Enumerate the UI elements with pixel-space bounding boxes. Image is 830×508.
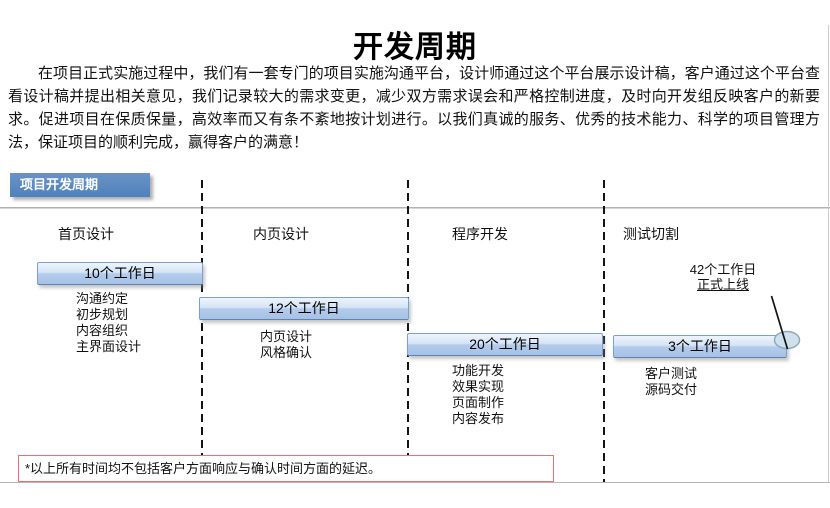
duration-bar-phase-4: 3个工作日 (613, 335, 787, 358)
task-item: 沟通约定 (76, 291, 129, 306)
launch-callout: 42个工作日 正式上线 (676, 262, 770, 292)
phase-divider-3 (603, 180, 605, 482)
phase-divider-2 (407, 180, 409, 482)
task-item: 页面制作 (452, 395, 505, 410)
task-item: 内容发布 (452, 411, 505, 426)
task-list-phase-4: 客户测试 源码交付 (645, 366, 697, 398)
task-item: 风格确认 (260, 345, 313, 360)
bottom-divider-line (0, 482, 830, 483)
task-item: 内页设计 (260, 329, 313, 344)
top-divider-line (0, 207, 830, 209)
task-list-phase-2: 内页设计 风格确认 (260, 329, 312, 361)
task-item: 效果实现 (452, 379, 505, 394)
task-item: 源码交付 (645, 382, 698, 397)
task-item: 初步规划 (76, 307, 129, 322)
phase-divider-1 (201, 180, 203, 482)
task-item: 主界面设计 (76, 339, 142, 354)
phase-label-homepage-design: 首页设计 (58, 226, 114, 242)
intro-paragraph: 在项目正式实施过程中，我们有一套专门的项目实施沟通平台，设计师通过这个平台展示设… (8, 65, 820, 151)
task-list-phase-3: 功能开发 效果实现 页面制作 内容发布 (452, 363, 504, 427)
duration-bar-phase-2: 12个工作日 (199, 297, 409, 320)
task-item: 内容组织 (76, 323, 129, 338)
phase-label-innerpage-design: 内页设计 (253, 226, 309, 242)
section-header: 项目开发周期 (10, 173, 150, 197)
duration-bar-phase-3: 20个工作日 (407, 333, 603, 356)
duration-bar-phase-1: 10个工作日 (37, 262, 203, 285)
launch-callout-label: 正式上线 (696, 277, 749, 292)
note-box: *以上所有时间均不包括客户方面响应与确认时间方面的延迟。 (18, 455, 554, 482)
page-title: 开发周期 (353, 31, 477, 64)
task-item: 客户测试 (645, 366, 698, 381)
section-header-label: 项目开发周期 (20, 177, 99, 192)
phase-label-testing-cutting: 测试切割 (623, 226, 679, 242)
launch-callout-duration: 42个工作日 (689, 262, 757, 277)
phase-label-program-development: 程序开发 (452, 226, 508, 242)
task-item: 功能开发 (452, 363, 505, 378)
note-text: *以上所有时间均不包括客户方面响应与确认时间方面的延迟。 (25, 461, 382, 476)
task-list-phase-1: 沟通约定 初步规划 内容组织 主界面设计 (76, 291, 141, 355)
right-edge-line (828, 25, 829, 482)
